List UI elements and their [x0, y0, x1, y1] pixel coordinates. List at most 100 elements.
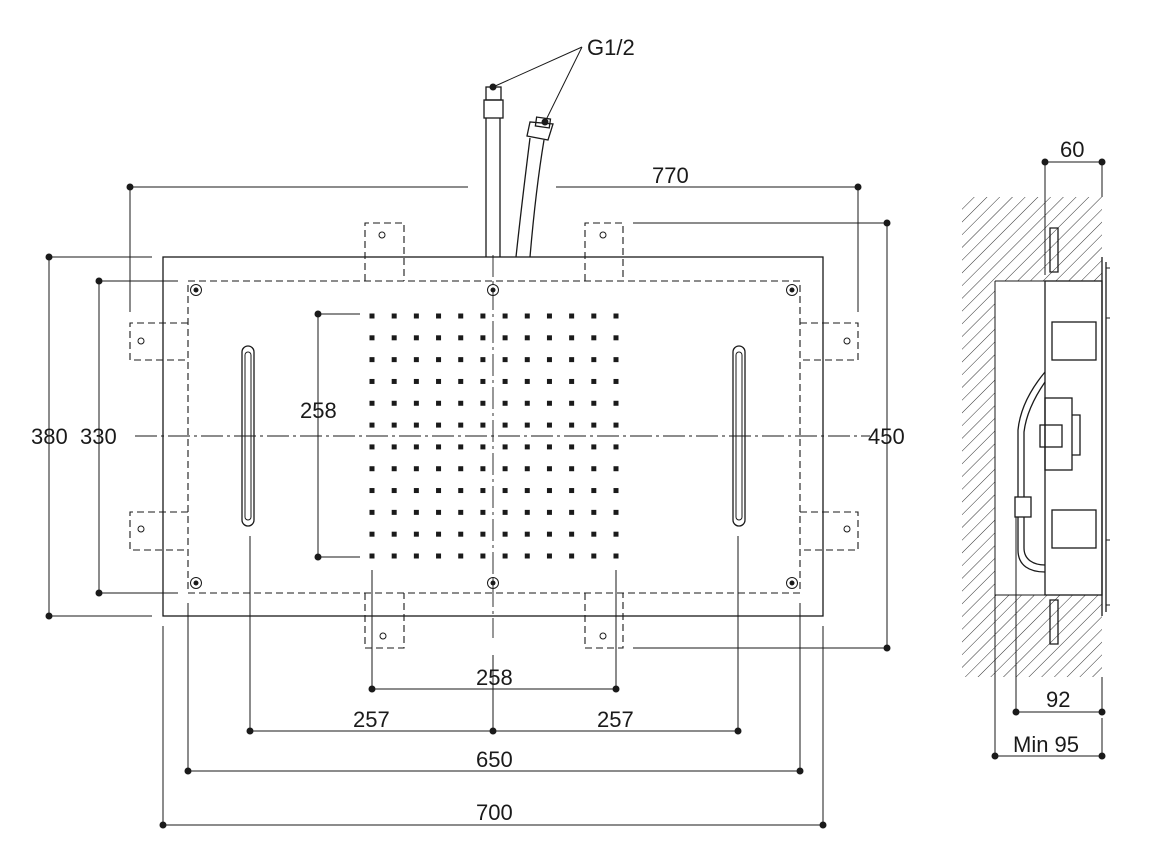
nozzle — [480, 444, 486, 450]
nozzle — [524, 488, 530, 494]
nozzle — [591, 531, 597, 537]
nozzle — [369, 422, 375, 428]
nozzle — [391, 378, 397, 384]
nozzle — [480, 357, 486, 363]
dim-min-95: Min 95 — [1013, 732, 1079, 757]
nozzle — [591, 553, 597, 559]
nozzle — [613, 357, 619, 363]
nozzle — [436, 488, 442, 494]
nozzle — [502, 422, 508, 428]
dim-257-left: 257 — [353, 707, 390, 732]
nozzle — [480, 488, 486, 494]
dim-258-vertical: 258 — [300, 398, 337, 423]
nozzle — [391, 400, 397, 406]
nozzle — [613, 335, 619, 341]
nozzle — [480, 553, 486, 559]
nozzle — [480, 335, 486, 341]
nozzle — [391, 335, 397, 341]
nozzle — [369, 357, 375, 363]
nozzle — [480, 509, 486, 515]
nozzle — [480, 422, 486, 428]
nozzle — [458, 313, 464, 319]
nozzle — [391, 553, 397, 559]
nozzle — [436, 422, 442, 428]
nozzle — [613, 509, 619, 515]
nozzle — [502, 335, 508, 341]
nozzle — [502, 313, 508, 319]
dim-770: 770 — [652, 163, 689, 188]
nozzle — [369, 488, 375, 494]
nozzle — [502, 488, 508, 494]
nozzle — [613, 400, 619, 406]
nozzle — [436, 313, 442, 319]
dim-330: 330 — [80, 424, 117, 449]
nozzle — [413, 313, 419, 319]
nozzle — [546, 357, 552, 363]
nozzle — [591, 509, 597, 515]
nozzle — [369, 335, 375, 341]
nozzle — [524, 422, 530, 428]
nozzle — [524, 335, 530, 341]
front-view — [129, 86, 870, 649]
nozzle — [480, 531, 486, 537]
nozzle — [569, 357, 575, 363]
nozzle — [591, 466, 597, 472]
nozzle — [613, 466, 619, 472]
nozzle — [480, 400, 486, 406]
nozzle — [569, 509, 575, 515]
nozzle — [524, 466, 530, 472]
nozzle — [613, 531, 619, 537]
nozzle — [436, 553, 442, 559]
supply-hoses — [483, 86, 554, 258]
nozzle — [436, 466, 442, 472]
nozzle — [569, 422, 575, 428]
nozzle — [569, 335, 575, 341]
nozzle — [458, 335, 464, 341]
nozzle — [591, 400, 597, 406]
dim-92: 92 — [1046, 687, 1070, 712]
nozzle — [458, 553, 464, 559]
nozzle-grid — [369, 313, 619, 559]
nozzle — [391, 488, 397, 494]
nozzle — [436, 400, 442, 406]
nozzle — [413, 553, 419, 559]
nozzle — [458, 422, 464, 428]
nozzle — [502, 378, 508, 384]
nozzle — [369, 400, 375, 406]
nozzle — [546, 378, 552, 384]
nozzle — [524, 400, 530, 406]
nozzle — [369, 531, 375, 537]
dim-450: 450 — [868, 424, 905, 449]
nozzle — [546, 488, 552, 494]
nozzle — [524, 531, 530, 537]
nozzle — [480, 466, 486, 472]
nozzle — [569, 313, 575, 319]
mounting-brackets — [129, 222, 859, 649]
nozzle — [369, 444, 375, 450]
nozzle — [436, 335, 442, 341]
nozzle — [502, 509, 508, 515]
nozzle — [591, 422, 597, 428]
nozzle — [458, 444, 464, 450]
nozzle — [613, 422, 619, 428]
nozzle — [569, 466, 575, 472]
nozzle — [436, 531, 442, 537]
nozzle — [436, 509, 442, 515]
nozzle — [480, 313, 486, 319]
nozzle — [391, 466, 397, 472]
nozzle — [436, 357, 442, 363]
nozzle — [391, 313, 397, 319]
nozzle — [369, 509, 375, 515]
nozzle — [480, 378, 486, 384]
nozzle — [524, 357, 530, 363]
nozzle — [458, 531, 464, 537]
nozzle — [502, 553, 508, 559]
nozzle — [613, 488, 619, 494]
nozzle — [413, 335, 419, 341]
nozzle — [413, 357, 419, 363]
nozzle — [569, 488, 575, 494]
nozzle — [413, 400, 419, 406]
nozzle — [569, 400, 575, 406]
nozzle — [458, 378, 464, 384]
